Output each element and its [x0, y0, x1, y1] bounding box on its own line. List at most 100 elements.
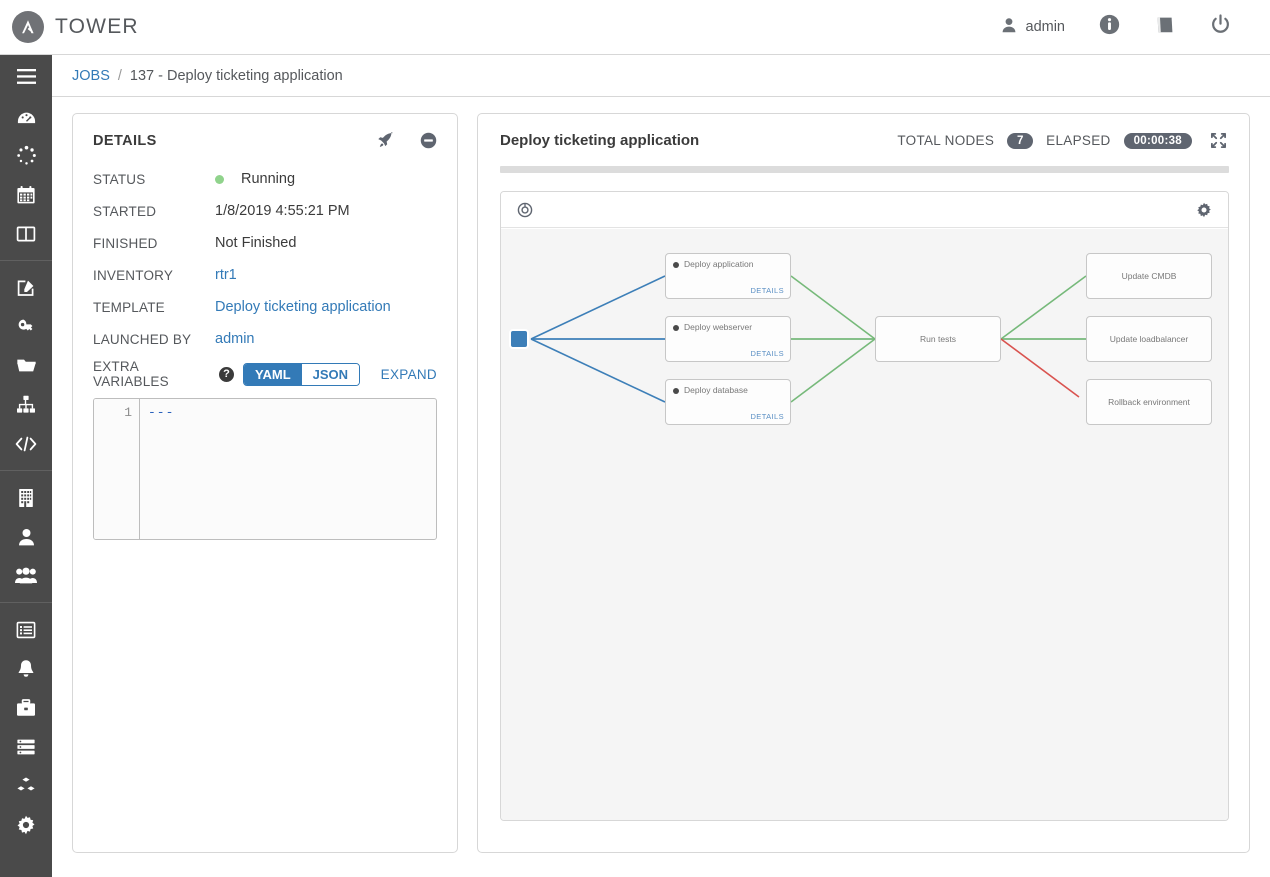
workflow-node-update-loadbalancer[interactable]: Update loadbalancer — [1086, 316, 1212, 362]
ansible-logo-icon — [12, 11, 44, 43]
detail-row-status: STATUS Running — [93, 163, 437, 195]
sidebar-item-portal-mode[interactable] — [0, 214, 52, 253]
breadcrumb-jobs-link[interactable]: JOBS — [72, 67, 110, 84]
sidebar-divider — [0, 602, 52, 603]
details-title: DETAILS — [93, 132, 157, 149]
workflow-meta: TOTAL NODES 7 ELAPSED 00:00:38 — [897, 132, 1227, 149]
question-mark-icon[interactable]: ? — [219, 366, 234, 382]
node-details-link[interactable]: DETAILS — [750, 349, 784, 358]
editor-content[interactable]: --- — [148, 405, 175, 420]
sidebar-item-schedules[interactable] — [0, 175, 52, 214]
brand[interactable]: TOWER — [12, 11, 139, 43]
node-name: Deploy database — [684, 385, 748, 395]
node-status-dot-icon — [673, 262, 679, 268]
main-content: DETAILS STATUS Running — [52, 97, 1270, 877]
sidebar-item-users[interactable] — [0, 517, 52, 556]
sidebar — [0, 55, 52, 877]
workflow-node-deploy-database[interactable]: Deploy database DETAILS — [665, 379, 791, 425]
node-name: Update loadbalancer — [1109, 334, 1189, 344]
workflow-start-node[interactable] — [509, 329, 529, 349]
sidebar-item-instance-groups[interactable] — [0, 727, 52, 766]
edge-deploy-database-to-run-tests — [790, 338, 876, 403]
info-button[interactable] — [1082, 0, 1137, 55]
details-actions — [377, 132, 437, 149]
detail-label: LAUNCHED BY — [93, 331, 192, 347]
rocket-icon[interactable] — [377, 132, 394, 149]
inventory-link[interactable]: rtr1 — [215, 267, 237, 283]
workflow-graph-canvas[interactable]: Deploy application DETAILS Deploy webser… — [501, 229, 1228, 820]
sidebar-item-applications[interactable] — [0, 766, 52, 805]
breadcrumb-current: 137 - Deploy ticketing application — [129, 67, 343, 84]
top-bar-actions: admin — [984, 0, 1249, 55]
workflow-node-update-cmdb[interactable]: Update CMDB — [1086, 253, 1212, 299]
edge-run-tests-to-rollback-environment — [1000, 338, 1080, 398]
details-header: DETAILS — [93, 132, 437, 149]
edge-run-tests-to-update-cmdb — [1000, 275, 1087, 340]
detail-label: TEMPLATE — [93, 299, 165, 315]
docs-button[interactable] — [1137, 0, 1193, 55]
expand-link[interactable]: EXPAND — [380, 366, 437, 382]
sidebar-item-settings[interactable] — [0, 805, 52, 844]
detail-row-launched-by: LAUNCHED BY admin — [93, 323, 437, 355]
node-status-dot-icon — [673, 325, 679, 331]
sidebar-item-organizations[interactable] — [0, 478, 52, 517]
detail-label: INVENTORY — [93, 267, 174, 283]
logout-button[interactable] — [1193, 0, 1248, 55]
detail-label: STARTED — [93, 203, 157, 219]
sidebar-item-projects[interactable] — [0, 346, 52, 385]
power-icon — [1210, 14, 1231, 40]
sidebar-item-credential-types[interactable] — [0, 610, 52, 649]
node-name: Deploy application — [684, 259, 754, 269]
sidebar-item-credentials[interactable] — [0, 307, 52, 346]
edge-start-to-deploy-database — [530, 338, 666, 403]
elapsed-label: ELAPSED — [1046, 133, 1111, 148]
workflow-header: Deploy ticketing application TOTAL NODES… — [500, 132, 1227, 149]
workflow-node-deploy-application[interactable]: Deploy application DETAILS — [665, 253, 791, 299]
hamburger-menu-icon[interactable] — [0, 55, 52, 97]
detail-row-template: TEMPLATE Deploy ticketing application — [93, 291, 437, 323]
node-name: Rollback environment — [1108, 397, 1190, 407]
book-icon — [1154, 15, 1176, 40]
user-name: admin — [1025, 19, 1066, 35]
detail-label: FINISHED — [93, 235, 158, 251]
template-link[interactable]: Deploy ticketing application — [215, 299, 391, 315]
workflow-progress-bar — [500, 166, 1229, 173]
sidebar-item-templates[interactable] — [0, 268, 52, 307]
sidebar-item-management-jobs[interactable] — [0, 688, 52, 727]
sidebar-item-inventory-scripts[interactable] — [0, 424, 52, 463]
sidebar-item-teams[interactable] — [0, 556, 52, 595]
minus-circle-icon[interactable] — [420, 132, 437, 149]
graph-toolbar — [501, 192, 1228, 228]
compass-icon[interactable] — [517, 202, 533, 218]
sidebar-divider — [0, 470, 52, 471]
status-dot-icon — [215, 174, 224, 184]
graph-settings-gear-icon[interactable] — [1196, 202, 1212, 218]
workflow-node-rollback-environment[interactable]: Rollback environment — [1086, 379, 1212, 425]
node-details-link[interactable]: DETAILS — [750, 286, 784, 295]
sidebar-item-inventories[interactable] — [0, 385, 52, 424]
status-value: Running — [215, 171, 295, 187]
json-toggle-button[interactable]: JSON — [301, 363, 360, 385]
expand-arrows-icon[interactable] — [1210, 132, 1227, 149]
yaml-toggle-button[interactable]: YAML — [244, 363, 302, 385]
edge-deploy-application-to-run-tests — [790, 275, 876, 340]
node-name: Update CMDB — [1121, 271, 1177, 281]
node-name: Deploy webserver — [684, 322, 753, 332]
workflow-title: Deploy ticketing application — [500, 132, 700, 149]
current-user-button[interactable]: admin — [984, 0, 1083, 55]
breadcrumb-separator: / — [117, 67, 122, 84]
sidebar-item-jobs[interactable] — [0, 136, 52, 175]
elapsed-badge: 00:00:38 — [1123, 132, 1192, 149]
workflow-node-deploy-webserver[interactable]: Deploy webserver DETAILS — [665, 316, 791, 362]
launched-by-link[interactable]: admin — [215, 331, 255, 347]
job-details-card: DETAILS STATUS Running — [72, 113, 458, 853]
workflow-node-run-tests[interactable]: Run tests — [875, 316, 1001, 362]
started-value: 1/8/2019 4:55:21 PM — [215, 203, 350, 219]
detail-row-finished: FINISHED Not Finished — [93, 227, 437, 259]
info-circle-icon — [1099, 14, 1120, 40]
status-text: Running — [241, 171, 296, 187]
sidebar-item-notifications[interactable] — [0, 649, 52, 688]
node-details-link[interactable]: DETAILS — [750, 412, 784, 421]
extra-variables-editor[interactable]: 1 --- — [93, 398, 437, 540]
sidebar-item-dashboard[interactable] — [0, 97, 52, 136]
